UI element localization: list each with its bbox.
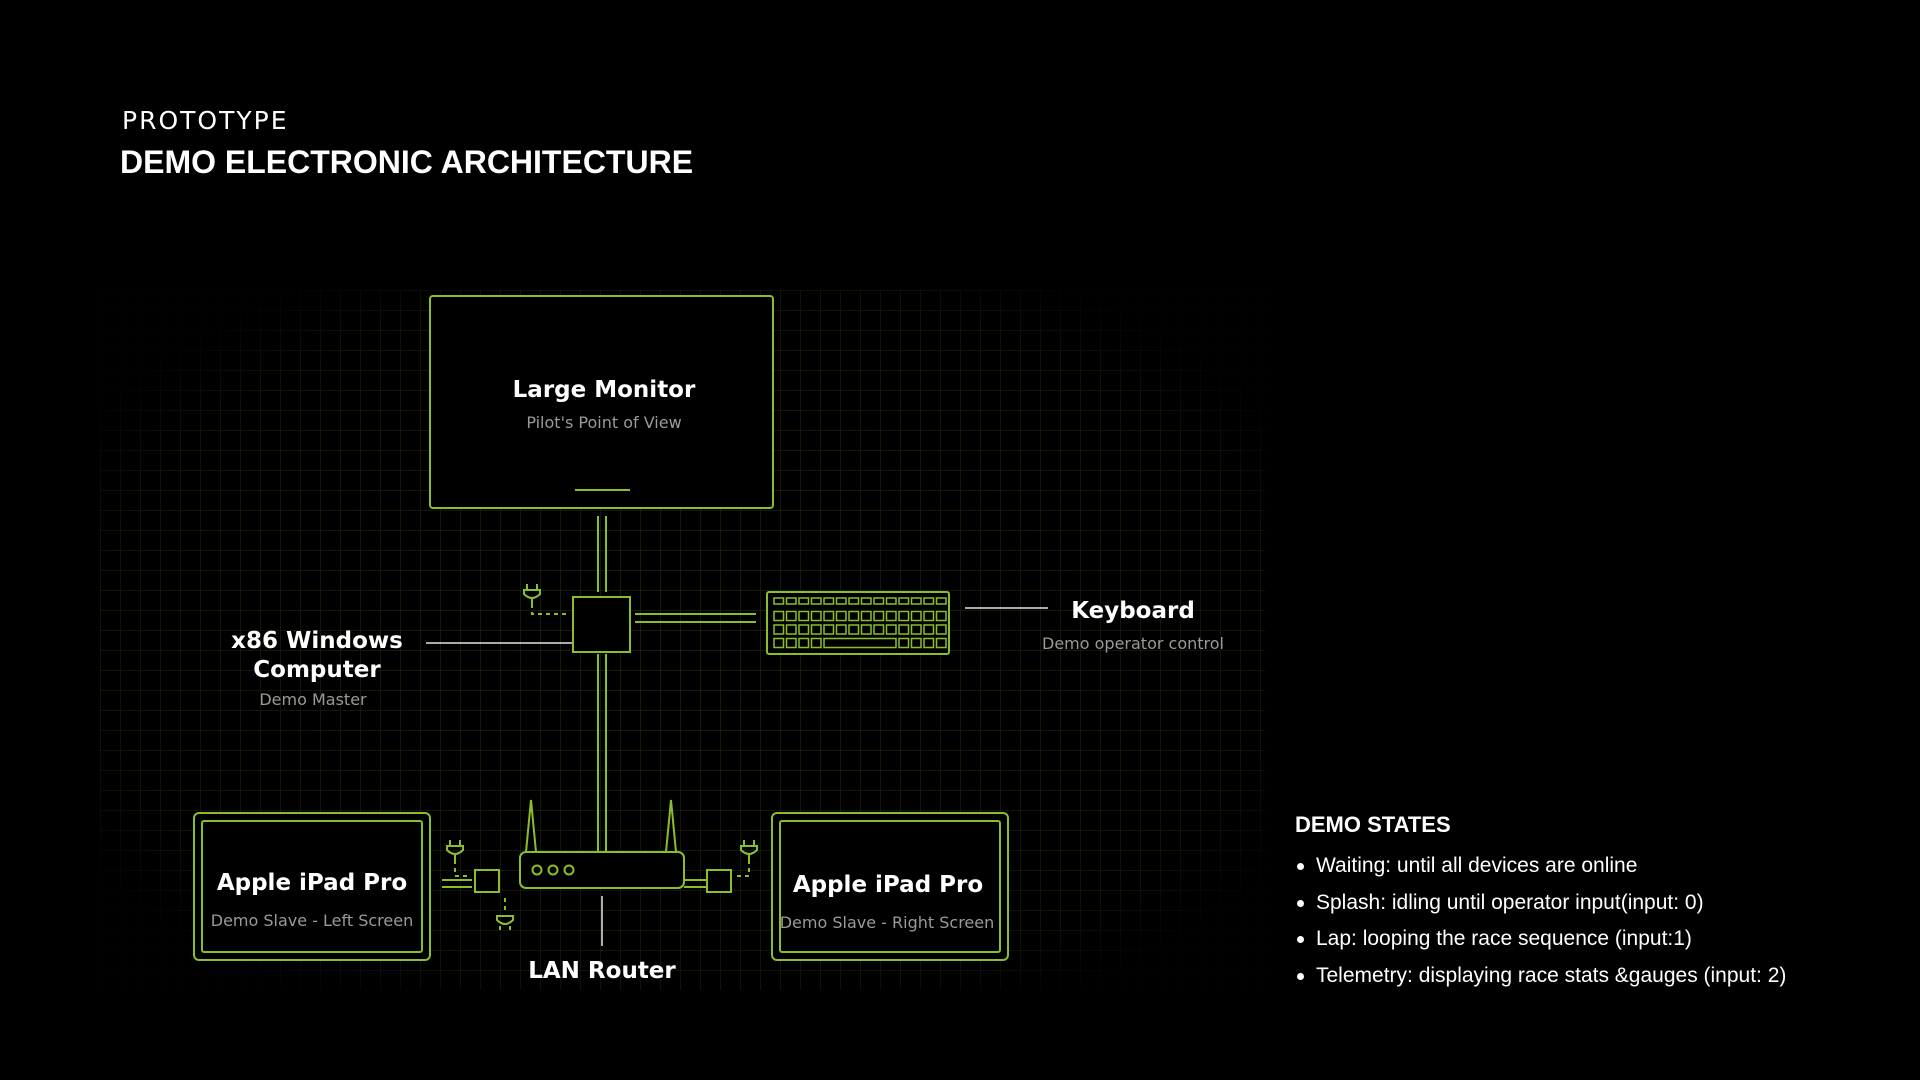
keyboard-key bbox=[848, 624, 860, 635]
keyboard-key bbox=[785, 624, 797, 635]
keyboard-key bbox=[923, 610, 935, 622]
keyboard-key bbox=[835, 624, 847, 635]
list-item: Telemetry: displaying race stats &gauges… bbox=[1295, 958, 1895, 995]
plug-icon bbox=[735, 840, 758, 877]
keyboard-subtitle: Demo operator control bbox=[1042, 634, 1224, 653]
keyboard-key bbox=[885, 610, 897, 622]
keyboard-key bbox=[798, 610, 810, 622]
keyboard-key bbox=[860, 597, 872, 605]
demo-states-heading: DEMO STATES bbox=[1295, 812, 1451, 837]
router-node: LAN Router bbox=[474, 799, 732, 984]
keyboard-key bbox=[810, 597, 822, 605]
computer-title-line1: x86 Windows bbox=[231, 628, 403, 654]
keyboard-key bbox=[935, 637, 947, 649]
keyboard-key bbox=[798, 597, 810, 605]
keyboard-key bbox=[848, 597, 860, 605]
list-item: Waiting: until all devices are online bbox=[1295, 848, 1895, 885]
computer-title-line2: Computer bbox=[253, 657, 381, 683]
label-leaders bbox=[426, 607, 1048, 946]
keyboard-key bbox=[785, 637, 797, 649]
keyboard-key bbox=[810, 637, 822, 649]
keyboard-key bbox=[823, 597, 835, 605]
section-kicker: PROTOTYPE bbox=[122, 106, 289, 135]
large-monitor-title: Large Monitor bbox=[513, 377, 696, 403]
keyboard-key bbox=[785, 610, 797, 622]
keyboard-key bbox=[923, 637, 935, 649]
keyboard-node: Keyboard Demo operator control bbox=[766, 591, 1224, 655]
keyboard-key bbox=[898, 624, 910, 635]
list-item: Lap: looping the race sequence (input:1) bbox=[1295, 921, 1895, 958]
ipad-left-node: Apple iPad Pro Demo Slave - Left Screen bbox=[193, 812, 431, 961]
keyboard-key bbox=[860, 610, 872, 622]
keyboard-key bbox=[798, 624, 810, 635]
demo-states-panel: DEMO STATES Waiting: until all devices a… bbox=[1295, 812, 1895, 994]
keyboard-key bbox=[885, 597, 897, 605]
keyboard-key bbox=[923, 597, 935, 605]
demo-states-list: Waiting: until all devices are online Sp… bbox=[1295, 848, 1895, 994]
keyboard-key bbox=[898, 637, 910, 649]
keyboard-spacebar bbox=[823, 637, 897, 649]
keyboard-key bbox=[898, 610, 910, 622]
ipad-right-subtitle: Demo Slave - Right Screen bbox=[780, 913, 995, 932]
ipad-right-title: Apple iPad Pro bbox=[793, 872, 983, 898]
keyboard-key bbox=[848, 610, 860, 622]
large-monitor-subtitle: Pilot's Point of View bbox=[526, 413, 681, 432]
keyboard-key bbox=[823, 610, 835, 622]
list-item: Splash: idling until operator input(inpu… bbox=[1295, 885, 1895, 922]
keyboard-key bbox=[873, 597, 885, 605]
keyboard-key bbox=[860, 624, 872, 635]
keyboard-icon bbox=[766, 591, 950, 655]
keyboard-key bbox=[835, 610, 847, 622]
router-icon bbox=[474, 799, 732, 893]
keyboard-key bbox=[910, 624, 922, 635]
router-title: LAN Router bbox=[528, 958, 676, 984]
keyboard-key bbox=[910, 610, 922, 622]
plug-icon bbox=[496, 898, 514, 930]
computer-subtitle: Demo Master bbox=[259, 690, 367, 709]
page-title: DEMO ELECTRONIC ARCHITECTURE bbox=[120, 144, 694, 180]
large-monitor-node: Large Monitor Pilot's Point of View bbox=[429, 295, 774, 509]
keyboard-key bbox=[935, 624, 947, 635]
keyboard-key bbox=[910, 637, 922, 649]
keyboard-key bbox=[785, 597, 797, 605]
keyboard-key bbox=[773, 637, 785, 649]
connection-lines bbox=[442, 516, 756, 888]
keyboard-key bbox=[898, 597, 910, 605]
keyboard-key bbox=[935, 597, 947, 605]
plug-icon bbox=[523, 584, 570, 615]
keyboard-key bbox=[773, 610, 785, 622]
keyboard-key bbox=[873, 624, 885, 635]
keyboard-key bbox=[773, 624, 785, 635]
keyboard-key bbox=[798, 637, 810, 649]
plug-icon bbox=[446, 840, 469, 877]
keyboard-key bbox=[935, 610, 947, 622]
keyboard-key bbox=[810, 610, 822, 622]
ipad-left-title: Apple iPad Pro bbox=[217, 870, 407, 896]
keyboard-key bbox=[910, 597, 922, 605]
keyboard-key bbox=[773, 597, 785, 605]
keyboard-key bbox=[823, 624, 835, 635]
keyboard-title: Keyboard bbox=[1071, 598, 1195, 624]
keyboard-key bbox=[923, 624, 935, 635]
keyboard-key bbox=[885, 624, 897, 635]
keyboard-key bbox=[835, 597, 847, 605]
ipad-right-node: Apple iPad Pro Demo Slave - Right Screen bbox=[771, 812, 1009, 961]
keyboard-key bbox=[873, 610, 885, 622]
ipad-left-subtitle: Demo Slave - Left Screen bbox=[211, 911, 413, 930]
architecture-diagram: Large Monitor Pilot's Point of View x86 … bbox=[100, 290, 1265, 990]
computer-node: x86 Windows Computer Demo Master bbox=[231, 596, 631, 709]
keyboard-key bbox=[810, 624, 822, 635]
